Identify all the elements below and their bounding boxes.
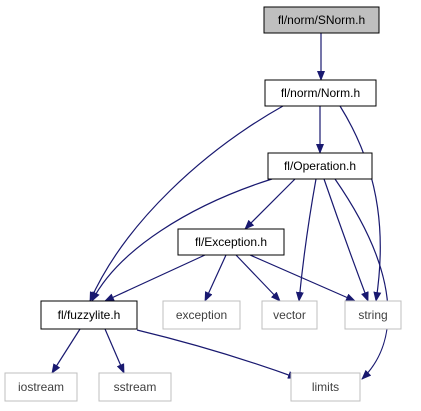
edge-operation-to-vector <box>295 178 317 302</box>
node-label: string <box>358 308 387 322</box>
node-label: fl/norm/Norm.h <box>281 86 360 100</box>
edge-exception_h-to-exception <box>204 254 227 302</box>
node-box <box>4 372 78 402</box>
node-box <box>40 300 138 330</box>
node-box <box>162 300 241 330</box>
node-label: vector <box>273 308 306 322</box>
node-sstream: sstream <box>98 372 172 402</box>
edge-exception_h-to-fuzzylite <box>104 254 206 302</box>
node-label: fl/norm/SNorm.h <box>278 13 365 27</box>
node-exception: exception <box>162 300 241 330</box>
node-exception-h[interactable]: fl/Exception.h <box>177 228 285 256</box>
node-label: fl/fuzzylite.h <box>58 308 121 322</box>
node-label: exception <box>176 308 227 322</box>
node-iostream: iostream <box>4 372 78 402</box>
node-limits: limits <box>290 372 361 402</box>
edge-operation-to-limits <box>334 178 389 380</box>
node-label: sstream <box>114 380 157 394</box>
node-norm[interactable]: fl/norm/Norm.h <box>264 79 377 107</box>
edge-exception_h-to-vector <box>235 254 281 302</box>
node-string: string <box>344 300 402 330</box>
node-operation[interactable]: fl/Operation.h <box>267 152 373 180</box>
edge-fuzzylite-to-limits <box>136 329 298 379</box>
node-box <box>261 300 318 330</box>
edge-fuzzylite-to-iostream <box>51 328 81 374</box>
node-box <box>290 372 361 402</box>
node-box <box>98 372 172 402</box>
node-fuzzylite[interactable]: fl/fuzzylite.h <box>40 300 138 330</box>
node-box <box>264 79 377 107</box>
node-box <box>263 6 380 34</box>
node-label: limits <box>312 380 339 394</box>
node-box <box>267 152 373 180</box>
edge-operation-to-fuzzylite <box>91 178 273 302</box>
edges-layer <box>51 33 389 380</box>
edge-norm-to-fuzzylite <box>89 105 284 302</box>
edge-norm-to-string <box>339 105 382 302</box>
node-box <box>344 300 402 330</box>
edge-operation-to-string <box>323 178 369 302</box>
edge-exception_h-to-string <box>249 254 356 302</box>
edge-operation-to-exception_h <box>244 178 296 230</box>
node-label: iostream <box>18 380 64 394</box>
nodes-layer: fl/norm/SNorm.h fl/norm/Norm.h fl/Operatio… <box>4 6 402 402</box>
node-vector: vector <box>261 300 318 330</box>
node-label: fl/Operation.h <box>284 159 356 173</box>
edge-fuzzylite-to-sstream <box>104 328 125 374</box>
node-snorm[interactable]: fl/norm/SNorm.h <box>263 6 380 34</box>
node-label: fl/Exception.h <box>195 235 267 249</box>
node-box <box>177 228 285 256</box>
